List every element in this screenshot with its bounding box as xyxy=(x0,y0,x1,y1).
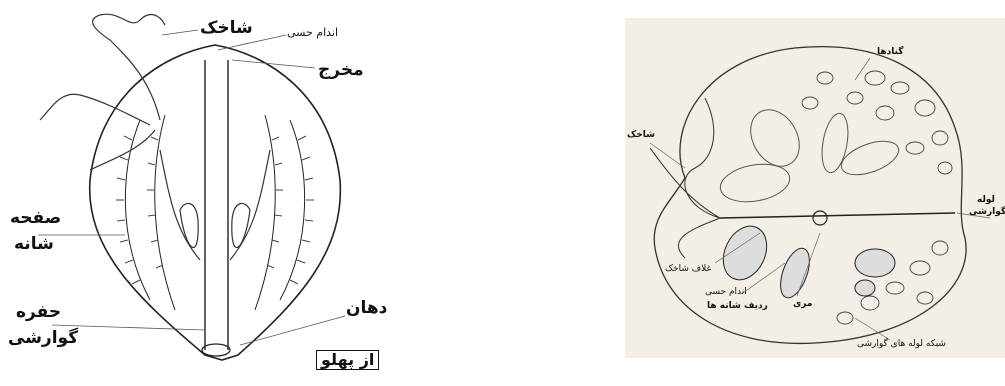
side-view-diagram: شاخک اندام حسی مخرج صفحه شانه حفره گوارش… xyxy=(0,0,420,386)
label-gastro-cavity-1: حفره xyxy=(16,304,61,321)
top-view-drawing xyxy=(625,18,1005,358)
label-comb-plate-1: صفحه xyxy=(10,210,61,227)
label-digestive-network: شبکه لوله های گوارشی xyxy=(857,340,946,349)
label-exit: مخرج xyxy=(318,62,364,79)
label-comb-rows: ردیف شانه ها xyxy=(707,302,768,311)
label-gastro-cavity-2: گوارشی xyxy=(8,330,78,347)
label-tube-1: لوله xyxy=(977,196,995,205)
label-tentacle-sheath: غلاف شاخک xyxy=(665,265,711,274)
label-comb-plate-2: شانه xyxy=(14,236,54,253)
label-sense-organ: اندام حسی xyxy=(287,27,338,38)
label-gonads: گنادها xyxy=(877,48,904,57)
top-view-diagram: گنادها شاخک لوله گوارشی غلاف شاخک اندام … xyxy=(625,18,1005,358)
label-tentacle-right: شاخک xyxy=(627,131,655,140)
label-tentacle: شاخک xyxy=(200,20,253,37)
label-mouth: دهان xyxy=(346,300,387,317)
label-esophagus: مری xyxy=(793,300,812,309)
label-view-side: از پهلو xyxy=(316,350,379,370)
label-sense-organ-right: اندام حسی xyxy=(705,288,747,297)
label-tube-2: گوارشی xyxy=(969,208,1005,217)
